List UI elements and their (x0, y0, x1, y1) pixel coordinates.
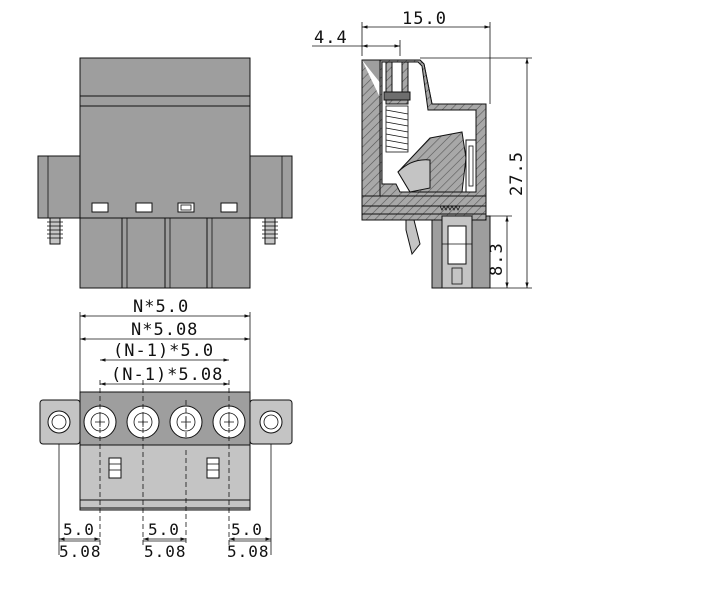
latch-window (135, 202, 153, 213)
dim-side-width: 15.0 (402, 9, 447, 29)
left-mount-hole (47, 410, 71, 434)
latch-window (220, 202, 238, 213)
dim-side-lower: 8.3 (487, 242, 507, 276)
left-flange (37, 155, 81, 219)
right-screw (262, 217, 278, 245)
dim-left-pitch-a: 5.0 (63, 520, 95, 539)
dim-right-pitch-a: 5.0 (231, 520, 263, 539)
dim-side-height: 27.5 (507, 151, 527, 196)
bottom-view (39, 380, 293, 545)
front-view (37, 57, 293, 289)
dim-side-offset: 4.4 (314, 28, 348, 48)
screw-spring (385, 105, 409, 153)
dim-left-pitch-b: 5.08 (59, 542, 102, 561)
latch-tab (206, 457, 220, 479)
latch-window (177, 202, 195, 213)
bottom-dimensions: N*5.0 N*5.08 (N-1)*5.0 (N-1)*5.08 5.0 5.… (58, 297, 272, 561)
latch-window (91, 202, 109, 213)
dim-mid-pitch-a: 5.0 (148, 520, 180, 539)
side-view (361, 59, 491, 289)
side-dimensions: 15.0 4.4 27.5 8.3 (312, 9, 532, 289)
dim-right-pitch-b: 5.08 (227, 542, 270, 561)
right-mount-hole (259, 410, 283, 434)
latch-tab (108, 457, 122, 479)
dim-pitch-inner-b: (N-1)*5.08 (111, 365, 223, 385)
dim-pitch-total-a: N*5.0 (133, 297, 189, 317)
dim-pitch-inner-a: (N-1)*5.0 (113, 341, 214, 361)
left-screw (47, 217, 63, 245)
dim-mid-pitch-b: 5.08 (144, 542, 187, 561)
right-flange (249, 155, 293, 219)
dim-pitch-total-b: N*5.08 (131, 320, 198, 340)
